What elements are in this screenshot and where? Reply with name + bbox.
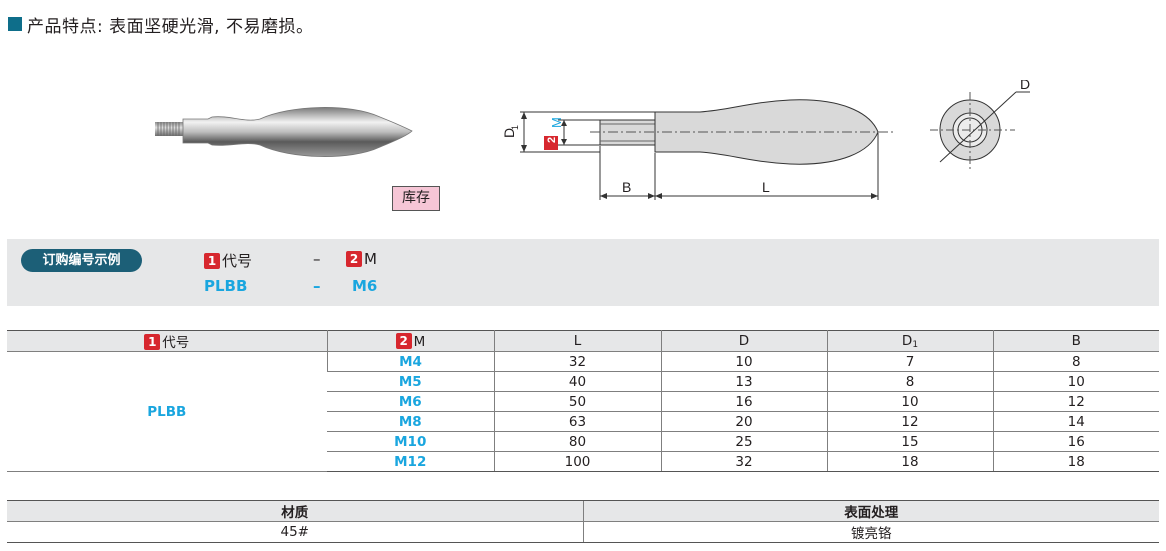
cell-l: 80 — [493, 431, 661, 452]
cell-d1: 12 — [826, 411, 993, 432]
ordering-example-title: 订购编号示例 — [21, 249, 142, 272]
order-dash-1: – — [313, 250, 321, 268]
order-dash-2: – — [313, 277, 321, 295]
cell-l: 50 — [493, 391, 661, 412]
order-header-code-label: 代号 — [222, 252, 253, 270]
dim-label-d1: D — [501, 128, 517, 138]
cell-b: 16 — [992, 431, 1159, 452]
cell-d: 20 — [660, 411, 827, 432]
feature-line: 产品特点: 表面坚硬光滑, 不易磨损。 — [8, 11, 313, 37]
number-badge-1: 1 — [204, 253, 220, 269]
header-surface: 表面处理 — [582, 500, 1159, 522]
material-header-row: 材质 表面处理 — [7, 500, 1159, 522]
col-header-b: B — [992, 330, 1159, 352]
cell-l: 40 — [493, 371, 661, 392]
order-header-m-label: M — [364, 250, 377, 268]
order-value-m: M6 — [352, 277, 378, 295]
cell-d: 32 — [660, 451, 827, 472]
table-row: PLBB M4 32 10 7 8 — [7, 351, 1159, 472]
stock-tag: 库存 — [392, 186, 440, 211]
dim-label-d: D — [1020, 80, 1030, 92]
dim-label-b: B — [622, 179, 631, 195]
cell-b: 8 — [992, 351, 1159, 372]
cell-d: 10 — [660, 351, 827, 372]
cell-d: 25 — [660, 431, 827, 452]
material-value: 45# — [7, 521, 583, 543]
cell-l: 32 — [493, 351, 661, 372]
cell-d1: 18 — [826, 451, 993, 472]
cell-d1: 8 — [826, 371, 993, 392]
table-row: M5 40 13 8 10 — [7, 371, 1159, 392]
cell-m: M12 — [327, 451, 494, 472]
cell-d: 13 — [660, 371, 827, 392]
material-table: 材质 表面处理 45# 镀亮铬 — [7, 500, 1159, 543]
table-row: M8 63 20 12 14 — [7, 411, 1159, 432]
table-row: M12 100 32 18 18 — [7, 451, 1159, 472]
dim-label-m: M — [549, 117, 564, 128]
number-badge-2: 2 — [346, 251, 362, 267]
col-header-l: L — [493, 330, 661, 352]
col-header-d1-sub: 1 — [912, 339, 919, 350]
col-header-d: D — [660, 330, 827, 352]
cell-b: 18 — [992, 451, 1159, 472]
cell-l: 63 — [493, 411, 661, 432]
cell-b: 14 — [992, 411, 1159, 432]
dim-label-l: L — [762, 179, 770, 195]
cell-d1: 10 — [826, 391, 993, 412]
dim-label-d1-sub: 1 — [510, 125, 520, 130]
cell-d1: 7 — [826, 351, 993, 372]
cell-b: 10 — [992, 371, 1159, 392]
number-badge-1: 1 — [144, 334, 161, 350]
cell-m: M6 — [327, 391, 494, 412]
number-badge-2: 2 — [395, 332, 412, 349]
dim-badge-m: 2 — [546, 137, 558, 143]
order-value-code: PLBB — [204, 277, 248, 295]
cell-d: 16 — [660, 391, 827, 412]
surface-value: 镀亮铬 — [582, 521, 1159, 543]
table-row: M6 50 16 10 12 — [7, 391, 1159, 412]
technical-drawing: D 1 2 M B L D — [501, 80, 1030, 200]
table-row: M10 80 25 15 16 — [7, 431, 1159, 452]
cell-l: 100 — [493, 451, 661, 472]
cell-m: M5 — [327, 371, 494, 392]
header-material: 材质 — [7, 500, 583, 522]
cell-m: M8 — [327, 411, 494, 432]
square-bullet-icon — [8, 17, 22, 31]
col-header-d1: D1 — [826, 330, 993, 352]
col-header-code-label: 代号 — [162, 335, 190, 351]
code-cell: PLBB — [7, 351, 327, 472]
col-header-m-label: M — [413, 333, 426, 350]
cell-m: M10 — [327, 431, 494, 452]
cell-b: 12 — [992, 391, 1159, 412]
cell-d1: 15 — [826, 431, 993, 452]
product-photo — [155, 107, 413, 157]
cell-m: M4 — [326, 351, 494, 372]
material-row: 45# 镀亮铬 — [7, 521, 1159, 543]
feature-text: 产品特点: 表面坚硬光滑, 不易磨损。 — [27, 16, 314, 37]
col-header-d1-label: D — [901, 332, 913, 349]
